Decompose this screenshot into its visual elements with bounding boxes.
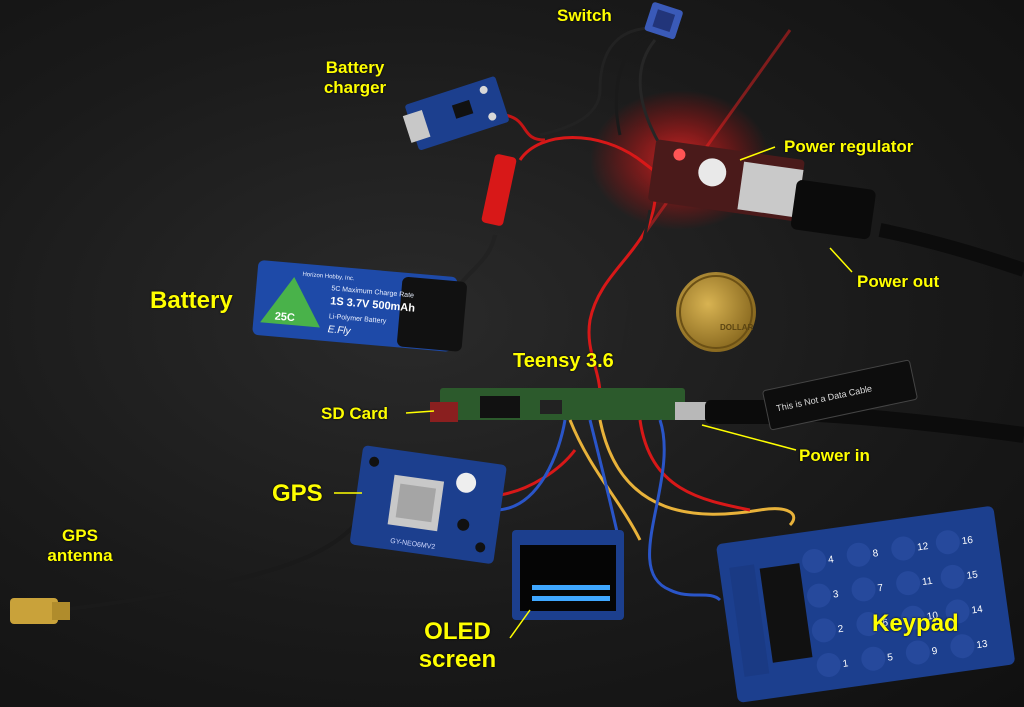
keypad-yellow-wire [598,419,796,527]
keypad-key-label: 7 [877,583,884,595]
keypad-key-label: 13 [976,639,989,652]
keypad-key [935,530,960,555]
label-power-out: Power out [857,272,940,291]
gps-antenna-cable [59,523,357,612]
label-power-in: Power in [799,446,870,465]
switch-wire-3 [638,39,662,146]
switch-wire-2 [614,32,653,136]
gps-antenna-connector [10,598,70,624]
keypad-key [856,612,881,637]
battery-connector [481,154,517,226]
label-sd-card: SD Card [321,404,389,423]
charger-wire [504,113,546,142]
keypad-key-label: 6 [882,617,889,629]
leader-sd-card [405,410,435,414]
keypad-key-label: 10 [926,610,939,623]
battery-black-wire [458,234,497,287]
keypad-red-wire [638,419,751,512]
label-power-regulator: Power regulator [784,137,914,156]
coin-text: DOLLAR [720,323,754,332]
leader-power-out [829,247,853,273]
label-battery-charger: Battery charger [323,58,387,97]
keypad-key-label: 16 [961,535,974,548]
battery-pack: 25C E.Fly Li-Polymer Battery 1S 3.7V 500… [252,260,467,352]
gps-module: GY-NEO6MV2 [350,445,507,564]
label-battery: Battery [150,287,233,314]
power-regulator-board [648,139,876,240]
battery-maker: Horizon Hobby, Inc. [302,272,355,283]
keypad-key [861,646,886,671]
laser-streak [638,29,792,241]
label-teensy: Teensy 3.6 [513,350,614,372]
leader-power-in [701,424,797,451]
keypad-key [811,618,836,643]
coin [676,272,756,352]
keypad-key-label: 11 [921,576,933,588]
keypad-key-label: 15 [966,569,979,582]
keypad-key-label: 8 [872,548,879,560]
teensy-black-wire [610,209,652,396]
battery-c-rating: 25C [274,311,295,325]
keypad-key-label: 14 [971,604,984,617]
oled-module [512,530,624,620]
leader-power-regulator [739,146,776,161]
switch-part [644,2,683,40]
cable-tag: This is Not a Data Cable [762,359,918,431]
switch-wire-1 [539,26,651,137]
gps-blue-wire [494,419,567,512]
teensy-board [430,388,780,424]
keypad-key-label: 4 [827,554,834,566]
keypad-key-label: 2 [837,624,844,636]
keypad-key-label: 12 [917,541,930,554]
keypad-key [846,542,871,567]
label-keypad: Keypad [872,610,959,637]
keypad-key [900,605,925,630]
keypad-blue-wire [648,419,722,602]
keypad-key-label: 3 [832,589,839,601]
keypad-key [950,634,975,659]
battery-brand: E.Fly [327,324,352,337]
keypad-key-label: 9 [931,646,938,658]
oled-display-line-1 [532,585,610,590]
keypad-key [851,577,876,602]
label-gps: GPS [272,480,323,507]
keypad-key [802,549,827,574]
keypad-key [905,640,930,665]
oled-display-line-2 [532,596,610,601]
keypad-key [816,652,841,677]
coin-rim [679,275,753,349]
keypad-key-label: 1 [842,658,849,670]
keypad-key [806,583,831,608]
keypad-key-label: 5 [887,652,894,664]
teensy-red-wire [587,199,657,396]
leader-oled [509,609,531,639]
keypad-key [896,571,921,596]
keypad-key [945,599,970,624]
battery-charger-board [402,76,509,150]
keypad-key [891,536,916,561]
label-oled-screen: OLED screen [418,618,497,673]
label-gps-antenna: GPS antenna [47,526,113,565]
power-out-cable [878,223,1024,277]
label-switch: Switch [557,6,612,25]
keypad-key [940,564,965,589]
